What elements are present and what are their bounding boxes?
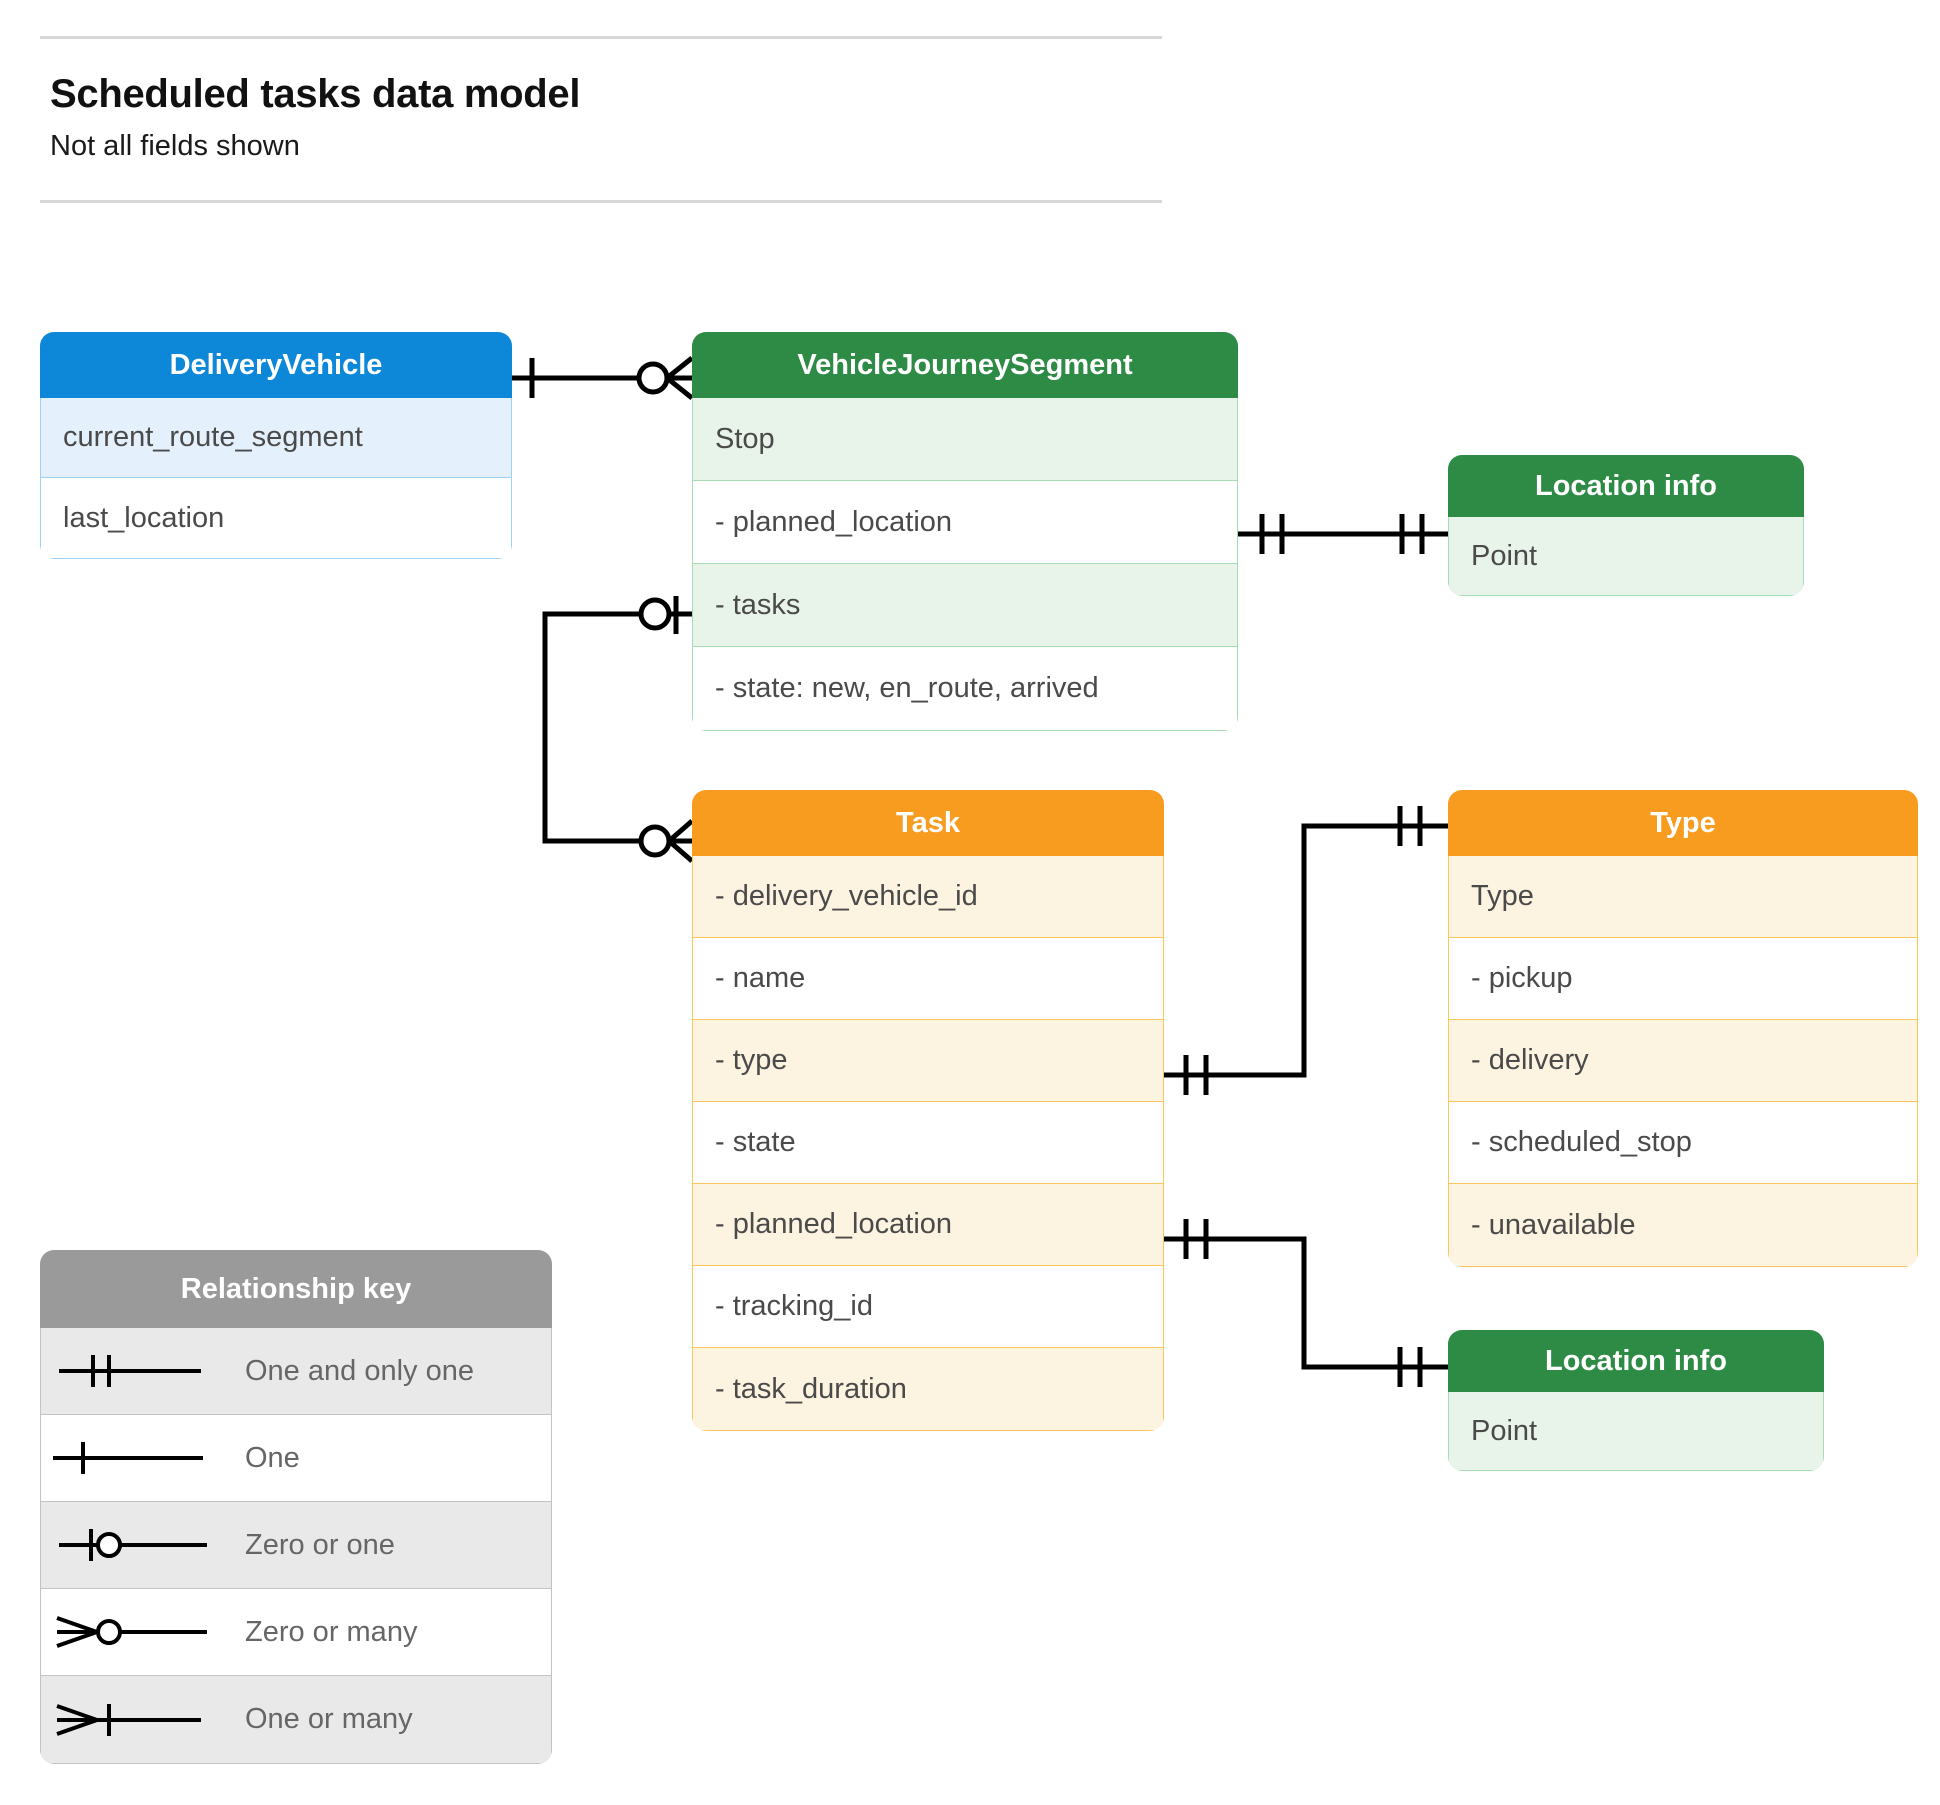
legend-label: One and only one	[245, 1354, 474, 1387]
field-row[interactable]: - pickup	[1449, 938, 1917, 1020]
legend-label: One or many	[245, 1703, 413, 1735]
entity-header-location-info-top: Location info	[1448, 455, 1804, 517]
page-subtitle: Not all fields shown	[50, 130, 300, 162]
legend-label: One	[245, 1441, 300, 1474]
connector-task-locationinfo	[1164, 1236, 1448, 1370]
field-row[interactable]: - delivery	[1449, 1020, 1917, 1102]
marker-crowfoot-dn	[665, 376, 694, 400]
entity-rows-location-info-top: Point	[1448, 517, 1804, 596]
one-and-only-one-icon	[41, 1347, 241, 1395]
marker-zero-circle-tasks	[638, 597, 672, 631]
legend-title: Relationship key	[40, 1250, 552, 1328]
entity-rows-delivery-vehicle: current_route_segment last_location	[40, 398, 512, 559]
entity-vehicle-journey-segment[interactable]: VehicleJourneySegment Stop - planned_loc…	[692, 332, 1238, 731]
field-row[interactable]: - task_duration	[693, 1348, 1163, 1430]
header-divider-top	[40, 36, 1162, 39]
legend-item-one: One	[41, 1415, 551, 1502]
field-row[interactable]: - state: new, en_route, arrived	[693, 647, 1237, 730]
connector-vjs-tasks-task	[542, 611, 692, 844]
entity-header-type: Type	[1448, 790, 1918, 856]
field-row[interactable]: - delivery_vehicle_id	[693, 856, 1163, 938]
legend-item-one-and-only-one: One and only one	[41, 1328, 551, 1415]
entity-header-location-info-bottom: Location info	[1448, 1330, 1824, 1392]
marker-zero-circle	[636, 361, 670, 395]
entity-location-info-bottom[interactable]: Location info Point	[1448, 1330, 1824, 1471]
field-row[interactable]: - type	[693, 1020, 1163, 1102]
legend-relationship-key: Relationship key One and only one	[40, 1250, 552, 1764]
field-row[interactable]: - scheduled_stop	[1449, 1102, 1917, 1184]
legend-label: Zero or many	[245, 1615, 418, 1648]
legend-item-one-or-many: One or many	[41, 1676, 551, 1763]
field-row[interactable]: - unavailable	[1449, 1184, 1917, 1266]
field-row[interactable]: last_location	[41, 478, 511, 558]
entity-header-task: Task	[692, 790, 1164, 856]
entity-rows-task: - delivery_vehicle_id - name - type - st…	[692, 856, 1164, 1431]
field-row[interactable]: - state	[693, 1102, 1163, 1184]
field-row[interactable]: - tasks	[693, 564, 1237, 647]
page-title: Scheduled tasks data model	[50, 72, 581, 116]
entity-header-delivery-vehicle: DeliveryVehicle	[40, 332, 512, 398]
entity-header-vehicle-journey-segment: VehicleJourneySegment	[692, 332, 1238, 398]
entity-location-info-top[interactable]: Location info Point	[1448, 455, 1804, 596]
field-row[interactable]: Type	[1449, 856, 1917, 938]
field-row[interactable]: - planned_location	[693, 1184, 1163, 1266]
field-row[interactable]: - name	[693, 938, 1163, 1020]
field-row[interactable]: Stop	[693, 398, 1237, 481]
legend-label: Zero or one	[245, 1528, 395, 1561]
field-row[interactable]: Point	[1449, 1392, 1823, 1470]
zero-or-one-icon	[41, 1521, 241, 1569]
entity-rows-type: Type - pickup - delivery - scheduled_sto…	[1448, 856, 1918, 1267]
entity-task[interactable]: Task - delivery_vehicle_id - name - type…	[692, 790, 1164, 1431]
entity-delivery-vehicle[interactable]: DeliveryVehicle current_route_segment la…	[40, 332, 512, 559]
field-row[interactable]: - tracking_id	[693, 1266, 1163, 1348]
marker-crowfoot-up	[665, 356, 694, 380]
entity-type[interactable]: Type Type - pickup - delivery - schedule…	[1448, 790, 1918, 1267]
field-row[interactable]: current_route_segment	[41, 398, 511, 478]
header-divider-bottom	[40, 200, 1162, 203]
entity-rows-vehicle-journey-segment: Stop - planned_location - tasks - state:…	[692, 398, 1238, 731]
field-row[interactable]: Point	[1449, 517, 1803, 595]
zero-or-many-icon	[41, 1608, 241, 1656]
marker-zero-circle-task	[638, 824, 672, 858]
one-or-many-icon	[41, 1696, 241, 1744]
entity-rows-location-info-bottom: Point	[1448, 1392, 1824, 1471]
connector-task-type	[1164, 823, 1448, 1078]
legend-item-zero-or-one: Zero or one	[41, 1502, 551, 1589]
one-icon	[41, 1434, 241, 1482]
field-row[interactable]: - planned_location	[693, 481, 1237, 564]
legend-rows: One and only one One	[40, 1328, 552, 1764]
legend-item-zero-or-many: Zero or many	[41, 1589, 551, 1676]
